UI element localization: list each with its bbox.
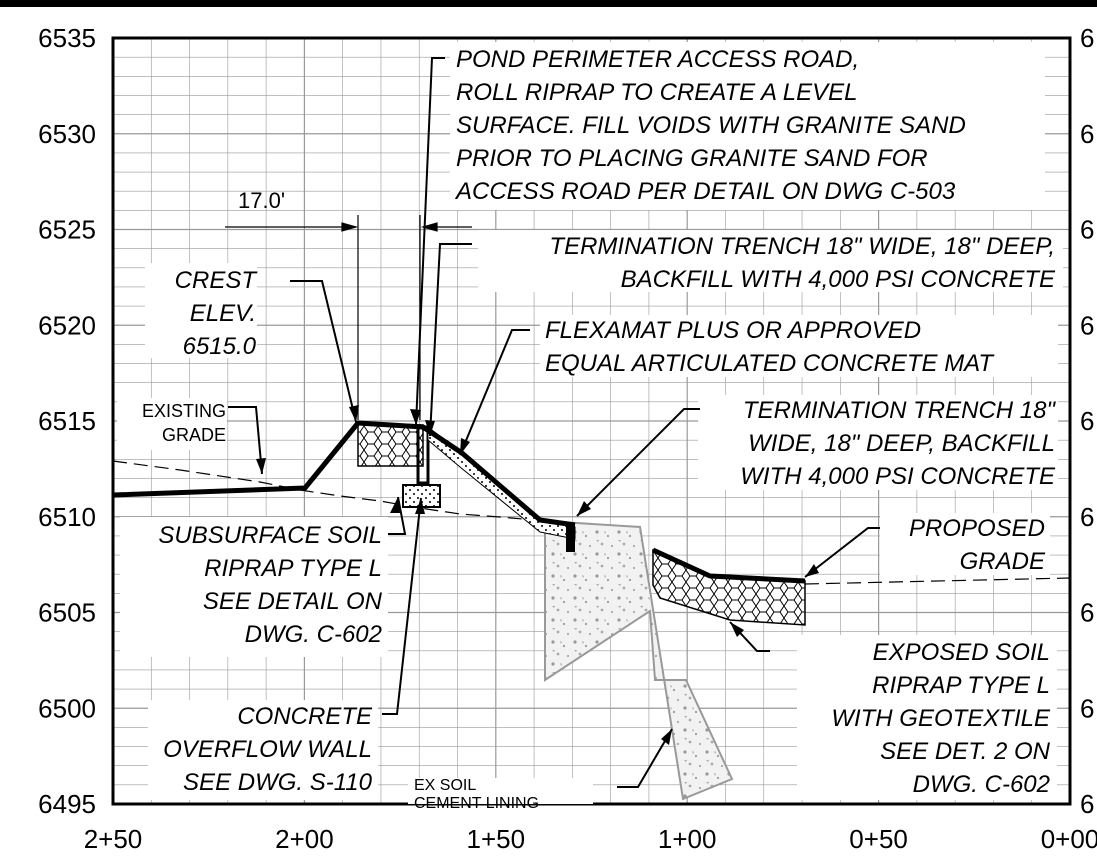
callout-line: CEMENT LINING [414,795,539,812]
y-tick-label: 6530 [38,119,96,149]
y-tick-label: 6495 [38,789,96,819]
right-tick-label: 6 [1080,310,1094,340]
callout-line: TERMINATION TRENCH 18" [743,397,1057,424]
x-axis-labels: 2+50 2+00 1+50 1+00 0+50 0+00 [84,824,1097,854]
concrete-wall-callout: CONCRETE OVERFLOW WALL SEE DWG. S-110 [163,703,373,796]
callout-line: 6515.0 [183,333,257,360]
trench-mid-callout: TERMINATION TRENCH 18" WIDE, 18" DEEP, BA… [740,397,1056,490]
leaders [228,57,880,788]
exposed-riprap-callout: EXPOSED SOIL RIPRAP TYPE L WITH GEOTEXTILE… [831,639,1051,798]
callout-line: SEE DET. 2 ON [880,738,1051,765]
x-tick-label: 0+00 [1041,824,1097,854]
callout-line: POND PERIMETER ACCESS ROAD, [456,46,859,73]
existing-grade-line-right [804,577,1071,585]
callout-line: EXISTING [142,401,226,421]
callout-line: ACCESS ROAD PER DETAIL ON DWG C-503 [454,178,956,205]
callout-line: SUBSURFACE SOIL [158,522,382,549]
callout-line: CONCRETE [237,703,373,730]
callout-line: EXPOSED SOIL [873,639,1050,666]
proposed-grade-line [112,420,576,528]
y-axis-labels: 6535 6530 6525 6520 6515 6510 6505 6500 6495 [38,23,96,819]
x-tick-label: 2+50 [84,824,143,854]
callout-line: TERMINATION TRENCH 18" WIDE, 18" DEEP, [549,233,1055,260]
y-tick-label: 6520 [38,310,96,340]
soil-cement-lining [544,519,734,801]
callout-line: RIPRAP TYPE L [872,672,1050,699]
trench-top-callout: TERMINATION TRENCH 18" WIDE, 18" DEEP, BA… [549,233,1056,293]
callout-line: WITH 4,000 PSI CONCRETE [740,463,1056,490]
x-tick-label: 1+00 [658,824,717,854]
y-tick-label: 6500 [38,693,96,723]
y-tick-label: 6535 [38,23,96,53]
leader-arrowheads [256,405,819,745]
dimension-label: 17.0' [238,188,285,213]
right-tick-label: 6 [1080,119,1094,149]
right-tick-label: 6 [1080,502,1094,532]
callout-line: WIDE, 18" DEEP, BACKFILL [748,430,1055,457]
y-tick-label: 6515 [38,406,96,436]
callout-line: DWG. C-602 [913,771,1050,798]
callout-line: PRIOR TO PLACING GRANITE SAND FOR [456,145,928,172]
proposed-grade-line-right [651,547,806,584]
right-tick-label: 6 [1080,789,1094,819]
flexamat-callout: FLEXAMAT PLUS OR APPROVED EQUAL ARTICULAT… [545,317,995,377]
callout-line: ELEV. [190,300,256,327]
callout-line: FLEXAMAT PLUS OR APPROVED [545,317,921,344]
callout-line: SEE DWG. S-110 [183,769,373,796]
callout-line: GRADE [162,425,226,445]
existing-grade-line [112,460,546,522]
right-edge-labels: 6 6 6 6 6 6 6 6 6 [1080,23,1094,819]
right-tick-label: 6 [1080,215,1094,245]
right-tick-label: 6 [1080,23,1094,53]
title-border [0,0,1097,7]
access-road-callout: POND PERIMETER ACCESS ROAD, ROLL RIPRAP T… [454,46,966,205]
dimension-17ft [225,215,472,420]
y-tick-label: 6510 [38,502,96,532]
callout-line: WITH GEOTEXTILE [831,705,1051,732]
callout-line: EX SOIL [414,777,476,794]
callout-line: SURFACE. FILL VOIDS WITH GRANITE SAND [456,112,966,139]
x-tick-label: 2+00 [275,824,334,854]
callout-line: RIPRAP TYPE L [204,555,382,582]
right-tick-label: 6 [1080,693,1094,723]
callout-line: BACKFILL WITH 4,000 PSI CONCRETE [621,266,1056,293]
right-tick-label: 6 [1080,406,1094,436]
proposed-grade-callout: PROPOSED GRADE [909,515,1046,575]
callout-line: EQUAL ARTICULATED CONCRETE MAT [545,350,995,377]
callout-line: ROLL RIPRAP TO CREATE A LEVEL [456,79,857,106]
callout-line: GRADE [960,548,1046,575]
right-tick-label: 6 [1080,598,1094,628]
callout-line: PROPOSED [909,515,1045,542]
subsurface-callout: SUBSURFACE SOIL RIPRAP TYPE L SEE DETAIL O… [158,522,382,648]
termination-trench-mid [566,525,575,552]
x-tick-label: 0+50 [849,824,908,854]
callout-line: DWG. C-602 [245,621,382,648]
crest-callout: CREST ELEV. 6515.0 [175,267,259,360]
label-backgrounds [117,42,1063,804]
y-tick-label: 6505 [38,598,96,628]
subsurface-riprap-fill [358,423,423,466]
existing-grade-callout: EXISTING GRADE [142,401,226,445]
callout-line: SEE DETAIL ON [203,588,383,615]
x-tick-label: 1+50 [467,824,526,854]
y-tick-label: 6525 [38,215,96,245]
callout-line: OVERFLOW WALL [163,736,372,763]
callout-line: CREST [175,267,259,294]
